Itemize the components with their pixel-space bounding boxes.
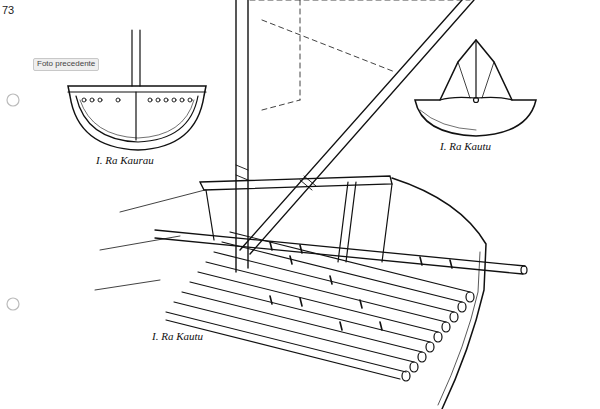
section-kautu-part [420,110,476,130]
section-kaurau-part-part [148,98,152,102]
deck-logs-part [434,332,442,342]
binder-holes [7,94,19,310]
sail-part [262,20,395,72]
deck-logs-part [442,322,450,332]
mast-part [247,0,248,268]
deck-logs-part [166,320,400,379]
section-kautu [415,40,536,136]
section-label: I. Ra Kautu [440,140,491,152]
mast [236,0,248,272]
deck-logs [166,232,474,381]
yard [240,0,474,254]
section-kaurau-part [80,100,194,138]
section-kaurau-part-part [188,98,192,102]
section-kaurau-part-part [172,98,176,102]
part-label: I. Ra Kautu [152,330,203,342]
yard-part [250,0,474,254]
cross-beam-part [155,238,523,274]
outrigger-frame-part [206,190,214,240]
deck-logs-part [270,256,382,330]
deck-logs-part [426,342,434,352]
section-kautu-part [475,40,476,98]
cross-beam [155,230,527,274]
deck-logs-part [402,371,410,381]
sail-part [250,0,470,1]
binder-holes-part [7,298,19,310]
section-kautu-part [415,40,536,136]
section-kaurau [68,30,206,150]
section-kautu-part [474,98,479,103]
cross-beam-part [155,230,525,266]
section-kaurau-part [82,98,192,102]
deck-logs-part [410,362,418,372]
yard-part [240,0,462,250]
hull-side-part [95,190,205,290]
hull-side [95,178,486,409]
deck-logs-part [230,232,470,292]
deck-logs-part [458,302,466,312]
hull-side-part [392,178,486,409]
section-kaurau-part-part [98,98,102,102]
hull-side-part [438,252,480,405]
deck-logs-part [466,292,474,302]
deck-logs-part [198,272,438,332]
outrigger-frame-part [338,182,348,262]
section-kaurau-part [135,92,136,140]
sail [250,0,470,110]
section-kaurau-part-part [116,98,120,102]
deck-logs-part [214,252,454,312]
section-label: I. Ra Kaurau [96,154,154,166]
deck-logs-part [450,312,458,322]
page-number: 73 [2,4,14,16]
section-kaurau-part [68,86,206,150]
deck-logs-part [190,282,430,342]
deck-logs-part [182,292,422,352]
deck-logs-part [222,242,462,302]
section-kaurau-part-part [164,98,168,102]
outrigger-frame-part [200,176,392,190]
section-kaurau-part-part [82,98,86,102]
cross-beam-part [521,266,527,274]
deck-logs-part [206,262,446,322]
section-kaurau-part-part [156,98,160,102]
sail-part [262,100,300,110]
mast-part [236,165,248,180]
section-kaurau-part [131,30,132,86]
outrigger-frame-part [382,184,392,262]
binder-holes-part [7,94,19,106]
section-kaurau-part-part [90,98,94,102]
section-kautu-part [458,62,494,98]
section-kaurau-part [139,30,140,86]
section-kaurau-part-part [180,98,184,102]
tooltip-text: Foto precedente [33,58,99,71]
deck-logs-part [174,302,414,362]
cross-beam-part [270,242,452,268]
mast-part [235,0,236,272]
sail-part [300,0,301,100]
deck-logs-part [418,352,426,362]
section-kaurau-part [76,96,198,142]
section-kaurau-part [68,91,206,92]
